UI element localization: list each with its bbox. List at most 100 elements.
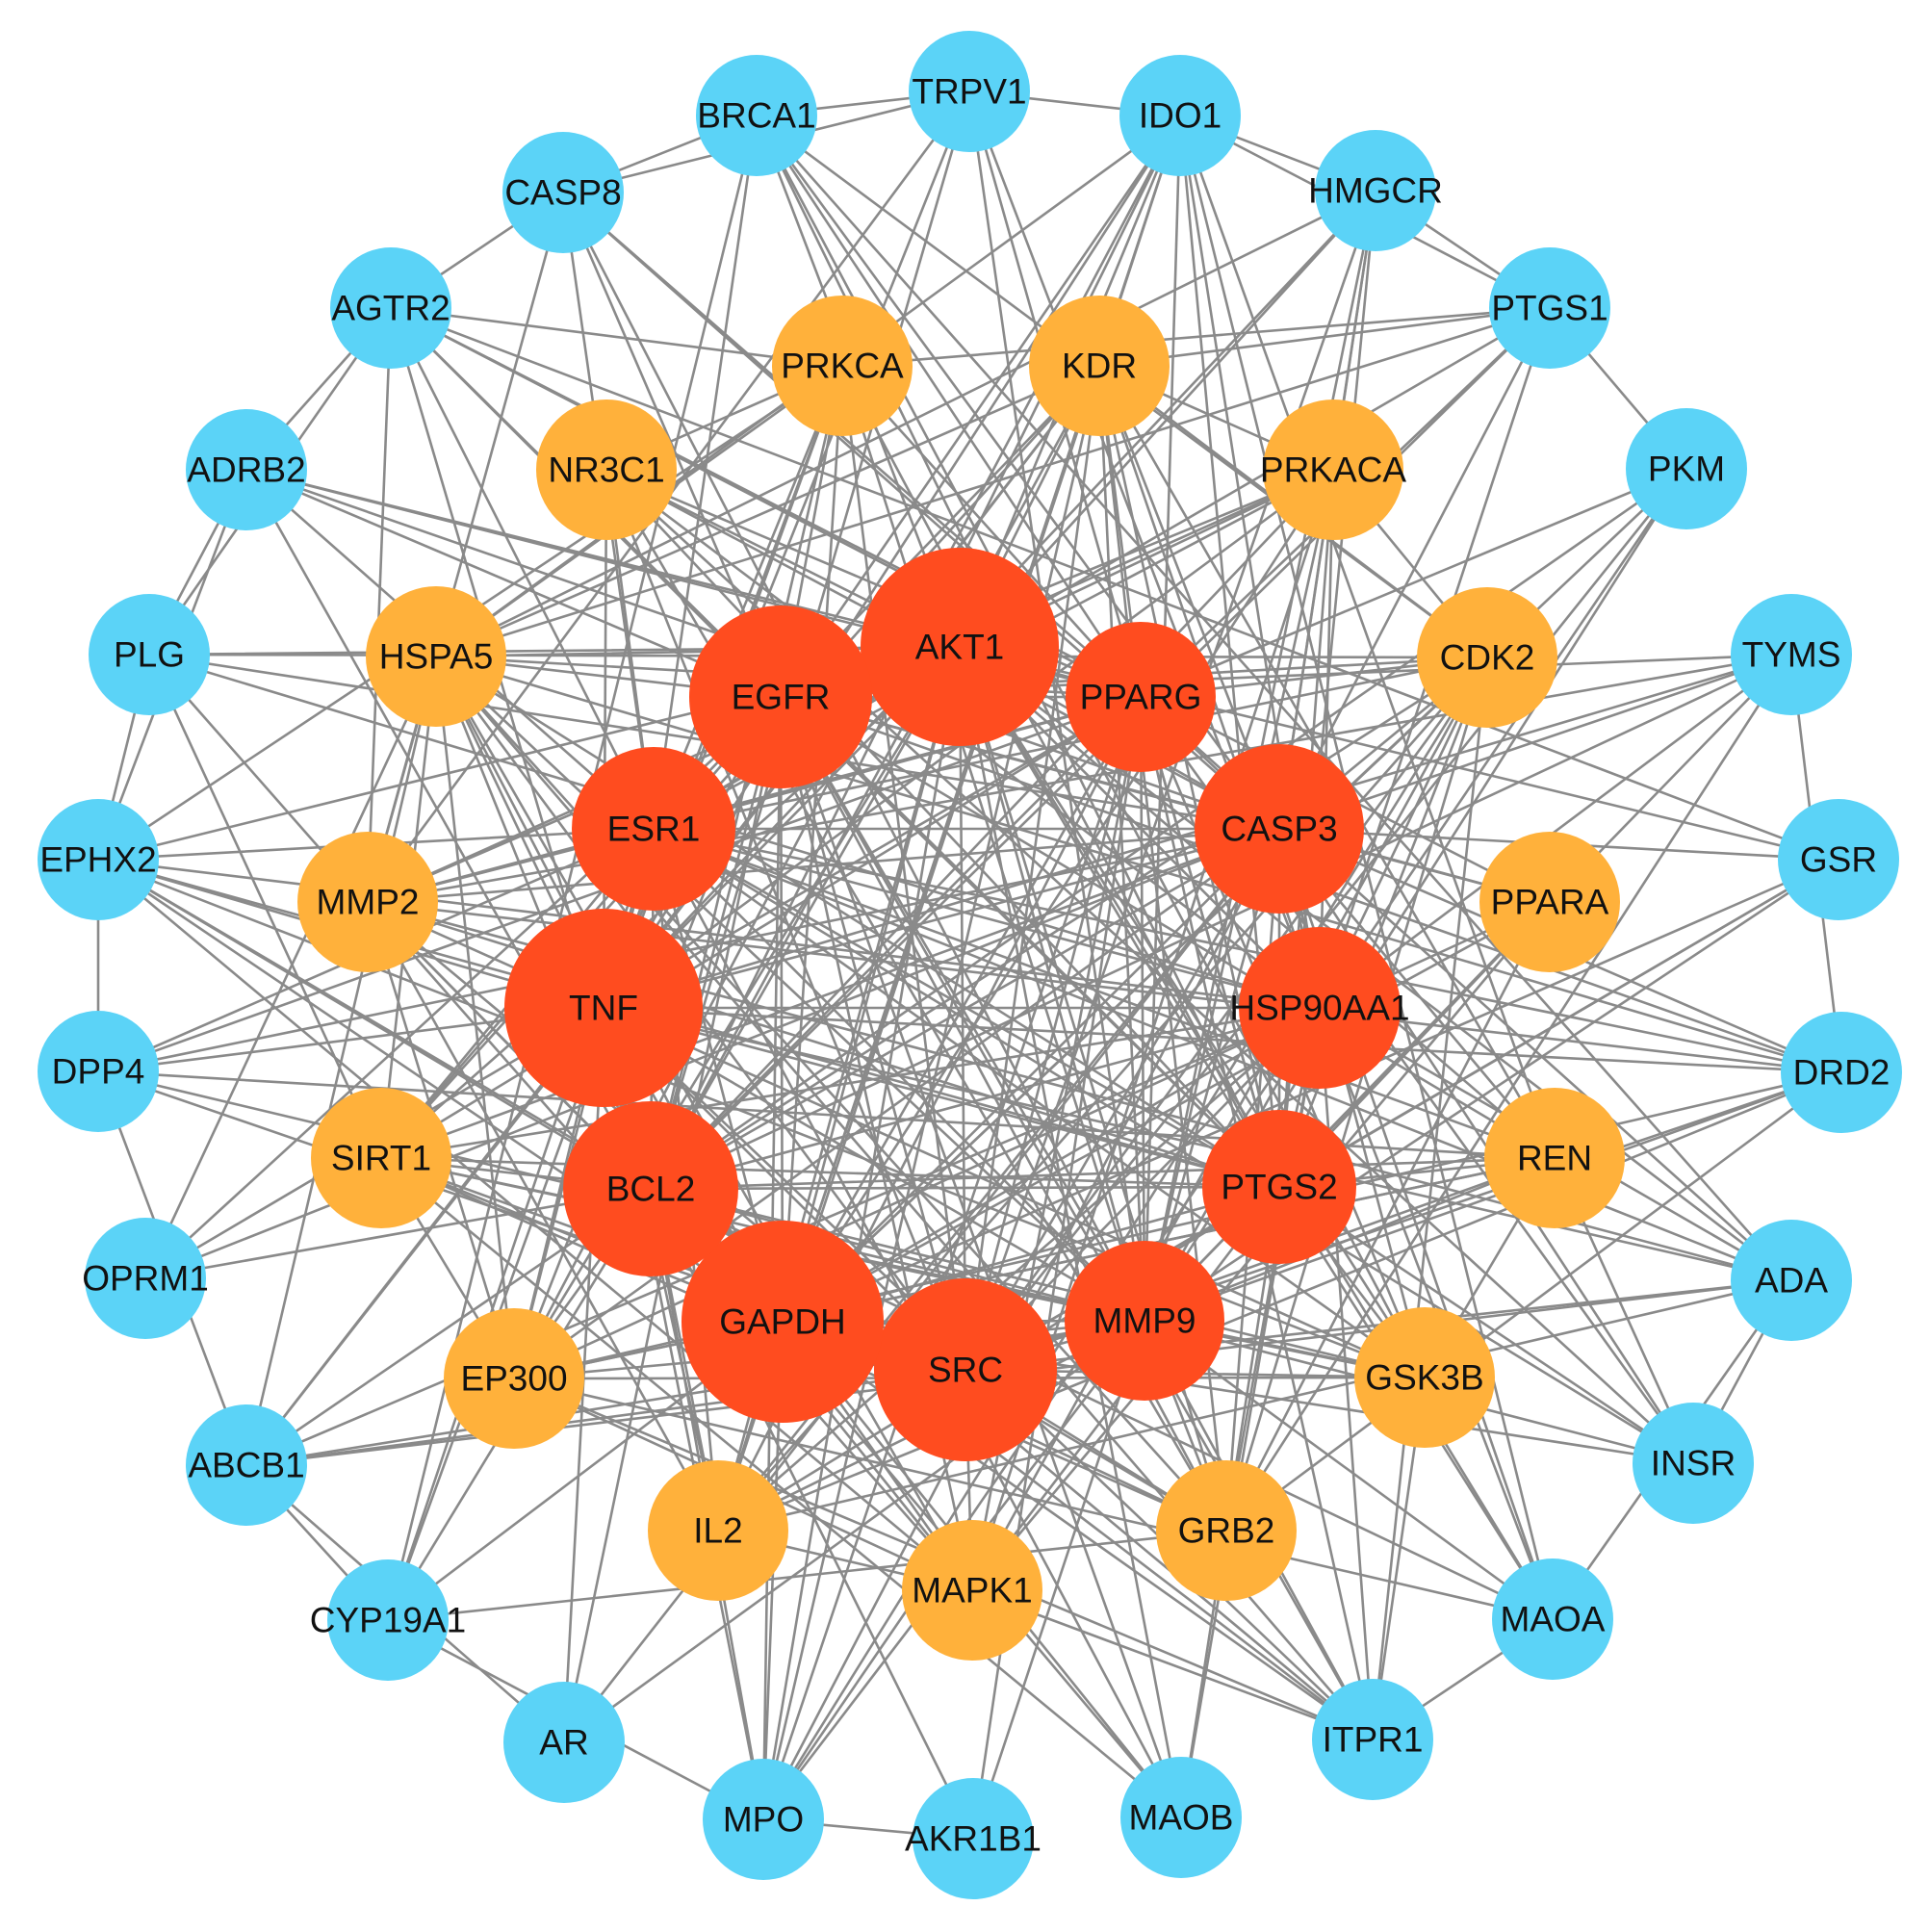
node-hsp90aa1[interactable]: HSP90AA1 xyxy=(1229,927,1410,1089)
node-agtr2[interactable]: AGTR2 xyxy=(330,247,451,369)
node-src[interactable]: SRC xyxy=(874,1278,1057,1461)
node-ptgs1[interactable]: PTGS1 xyxy=(1489,247,1610,369)
node-dpp4[interactable]: DPP4 xyxy=(38,1011,159,1132)
outer-node-circle[interactable] xyxy=(1315,130,1436,251)
node-akt1[interactable]: AKT1 xyxy=(861,548,1059,746)
outer-node-circle[interactable] xyxy=(186,409,307,530)
core-node-circle[interactable] xyxy=(861,548,1059,746)
node-sirt1[interactable]: SIRT1 xyxy=(311,1088,451,1228)
outer-node-circle[interactable] xyxy=(38,799,159,920)
node-oprm1[interactable]: OPRM1 xyxy=(82,1218,209,1339)
node-itpr1[interactable]: ITPR1 xyxy=(1312,1679,1433,1800)
outer-node-circle[interactable] xyxy=(186,1404,307,1526)
node-gsk3b[interactable]: GSK3B xyxy=(1354,1307,1495,1448)
node-gsr[interactable]: GSR xyxy=(1778,799,1899,920)
node-mmp9[interactable]: MMP9 xyxy=(1065,1241,1224,1401)
outer-node-circle[interactable] xyxy=(1312,1679,1433,1800)
outer-node-circle[interactable] xyxy=(1731,594,1852,715)
node-ada[interactable]: ADA xyxy=(1731,1220,1852,1341)
core-node-circle[interactable] xyxy=(1195,744,1364,914)
outer-node-circle[interactable] xyxy=(1120,1757,1242,1878)
outer-node-circle[interactable] xyxy=(85,1218,206,1339)
node-mmp2[interactable]: MMP2 xyxy=(297,832,438,972)
node-casp8[interactable]: CASP8 xyxy=(502,132,624,253)
core-node-circle[interactable] xyxy=(1202,1110,1356,1264)
middle-node-circle[interactable] xyxy=(648,1460,788,1601)
middle-node-circle[interactable] xyxy=(1479,832,1620,972)
node-maob[interactable]: MAOB xyxy=(1120,1757,1242,1878)
middle-node-circle[interactable] xyxy=(1029,296,1170,436)
node-gapdh[interactable]: GAPDH xyxy=(682,1221,884,1423)
middle-node-circle[interactable] xyxy=(1263,399,1403,540)
node-grb2[interactable]: GRB2 xyxy=(1156,1460,1297,1601)
core-node-circle[interactable] xyxy=(572,747,735,911)
core-node-circle[interactable] xyxy=(689,605,872,788)
core-node-circle[interactable] xyxy=(1239,927,1401,1089)
middle-node-circle[interactable] xyxy=(311,1088,451,1228)
node-il2[interactable]: IL2 xyxy=(648,1460,788,1601)
node-egfr[interactable]: EGFR xyxy=(689,605,872,788)
node-mpo[interactable]: MPO xyxy=(703,1759,824,1880)
outer-node-circle[interactable] xyxy=(909,31,1030,152)
node-ido1[interactable]: IDO1 xyxy=(1119,55,1241,176)
outer-node-circle[interactable] xyxy=(502,132,624,253)
outer-node-circle[interactable] xyxy=(1626,408,1747,529)
node-nr3c1[interactable]: NR3C1 xyxy=(536,399,677,540)
node-trpv1[interactable]: TRPV1 xyxy=(909,31,1030,152)
node-bcl2[interactable]: BCL2 xyxy=(563,1101,738,1276)
outer-node-circle[interactable] xyxy=(1778,799,1899,920)
outer-node-circle[interactable] xyxy=(503,1682,625,1803)
middle-node-circle[interactable] xyxy=(1484,1088,1625,1228)
outer-node-circle[interactable] xyxy=(1492,1558,1613,1680)
core-node-circle[interactable] xyxy=(504,909,703,1107)
node-tnf[interactable]: TNF xyxy=(504,909,703,1107)
middle-node-circle[interactable] xyxy=(297,832,438,972)
outer-node-circle[interactable] xyxy=(89,594,210,715)
node-tyms[interactable]: TYMS xyxy=(1731,594,1852,715)
node-brca1[interactable]: BRCA1 xyxy=(696,55,817,176)
core-node-circle[interactable] xyxy=(1065,1241,1224,1401)
node-esr1[interactable]: ESR1 xyxy=(572,747,735,911)
outer-node-circle[interactable] xyxy=(1489,247,1610,369)
node-prkaca[interactable]: PRKACA xyxy=(1260,399,1406,540)
core-node-circle[interactable] xyxy=(563,1101,738,1276)
core-node-circle[interactable] xyxy=(874,1278,1057,1461)
outer-node-circle[interactable] xyxy=(696,55,817,176)
node-ar[interactable]: AR xyxy=(503,1682,625,1803)
core-node-circle[interactable] xyxy=(1066,622,1216,772)
outer-node-circle[interactable] xyxy=(38,1011,159,1132)
node-drd2[interactable]: DRD2 xyxy=(1781,1012,1902,1133)
outer-node-circle[interactable] xyxy=(703,1759,824,1880)
node-ptgs2[interactable]: PTGS2 xyxy=(1202,1110,1356,1264)
node-prkca[interactable]: PRKCA xyxy=(772,296,913,436)
outer-node-circle[interactable] xyxy=(1633,1403,1754,1524)
node-akr1b1[interactable]: AKR1B1 xyxy=(905,1778,1042,1899)
node-cyp19a1[interactable]: CYP19A1 xyxy=(310,1559,467,1681)
middle-node-circle[interactable] xyxy=(772,296,913,436)
node-plg[interactable]: PLG xyxy=(89,594,210,715)
middle-node-circle[interactable] xyxy=(1354,1307,1495,1448)
node-pparg[interactable]: PPARG xyxy=(1066,622,1216,772)
outer-node-circle[interactable] xyxy=(1731,1220,1852,1341)
outer-node-circle[interactable] xyxy=(1781,1012,1902,1133)
core-node-circle[interactable] xyxy=(682,1221,884,1423)
node-maoa[interactable]: MAOA xyxy=(1492,1558,1613,1680)
node-adrb2[interactable]: ADRB2 xyxy=(186,409,307,530)
node-cdk2[interactable]: CDK2 xyxy=(1417,587,1557,728)
node-pkm[interactable]: PKM xyxy=(1626,408,1747,529)
middle-node-circle[interactable] xyxy=(366,586,506,727)
node-ren[interactable]: REN xyxy=(1484,1088,1625,1228)
node-ep300[interactable]: EP300 xyxy=(444,1308,584,1449)
node-hmgcr[interactable]: HMGCR xyxy=(1308,130,1443,251)
middle-node-circle[interactable] xyxy=(902,1520,1042,1661)
node-ppara[interactable]: PPARA xyxy=(1479,832,1620,972)
outer-node-circle[interactable] xyxy=(327,1559,449,1681)
outer-node-circle[interactable] xyxy=(913,1778,1034,1899)
node-hspa5[interactable]: HSPA5 xyxy=(366,586,506,727)
node-kdr[interactable]: KDR xyxy=(1029,296,1170,436)
node-mapk1[interactable]: MAPK1 xyxy=(902,1520,1042,1661)
middle-node-circle[interactable] xyxy=(444,1308,584,1449)
middle-node-circle[interactable] xyxy=(1417,587,1557,728)
node-insr[interactable]: INSR xyxy=(1633,1403,1754,1524)
middle-node-circle[interactable] xyxy=(536,399,677,540)
